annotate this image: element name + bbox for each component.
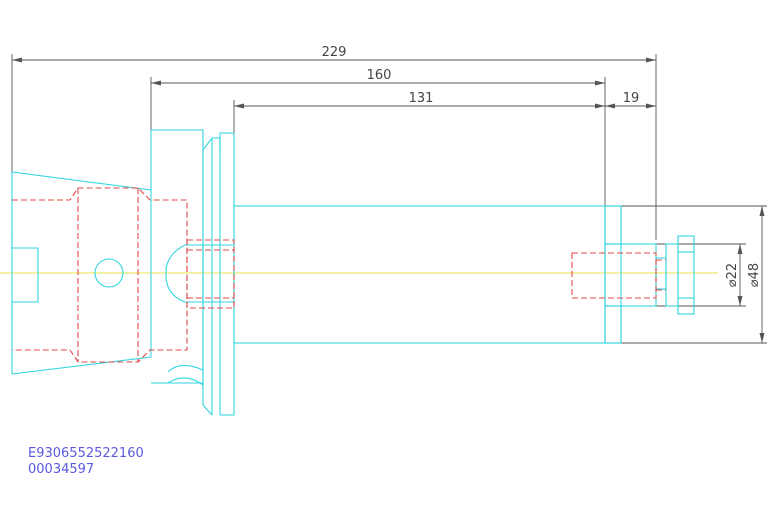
dimension-160: 160: [150, 68, 606, 206]
dimension-19-label: 19: [623, 91, 640, 106]
dimension-229: 229: [11, 45, 657, 240]
dimension-dia22-label: ⌀22: [725, 263, 740, 287]
drive-hole: [94, 258, 124, 288]
hidden-features: [12, 187, 666, 363]
dimension-229-label: 229: [322, 45, 347, 60]
dimension-dia22: ⌀22: [656, 243, 746, 307]
dimension-131: 131: [233, 91, 605, 133]
clamp-end: [604, 205, 695, 344]
taper-shank: [11, 171, 152, 375]
dimension-131-label: 131: [409, 91, 434, 106]
dimension-dia48-label: ⌀48: [747, 263, 762, 287]
part-code-block: E9306552522160 00034597: [28, 446, 144, 478]
flange: [150, 129, 235, 416]
part-code-line-1: E9306552522160: [28, 446, 144, 461]
part-code-line-2: 00034597: [28, 462, 95, 477]
dimension-160-label: 160: [367, 68, 392, 83]
cylinder-body: [233, 205, 606, 344]
dimension-dia48: ⌀48: [608, 205, 767, 344]
dimension-19: 19: [605, 91, 656, 109]
